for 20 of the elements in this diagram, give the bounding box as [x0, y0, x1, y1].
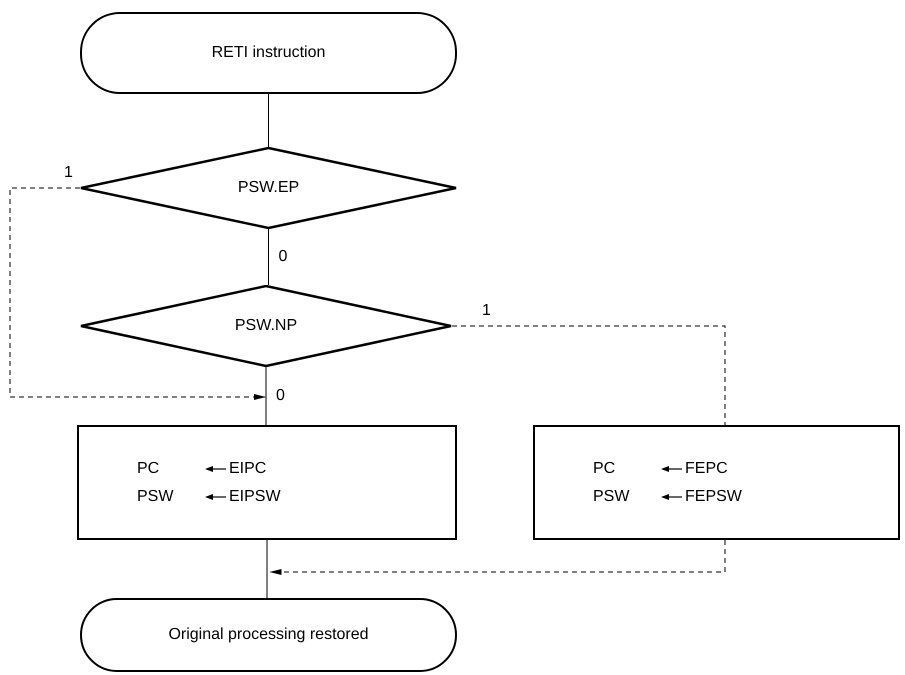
arrow — [270, 540, 726, 575]
connector-line — [452, 326, 726, 426]
connector-line — [268, 94, 269, 148]
process-box — [533, 425, 900, 540]
arrow — [10, 188, 266, 400]
terminal-label: RETI instruction — [212, 43, 326, 63]
register-name: PC — [137, 458, 160, 478]
source-register: FEPSW — [685, 486, 743, 506]
process-box — [77, 425, 457, 540]
connector-line — [266, 540, 268, 598]
source-register: EIPSW — [229, 486, 282, 506]
condition-label: PSW.NP — [234, 316, 298, 336]
source-register: EIPC — [229, 458, 268, 478]
register-name: PC — [593, 458, 616, 478]
terminal-label: Original processing restored — [168, 625, 369, 645]
register-name: PSW — [137, 486, 174, 506]
condition-label: PSW.EP — [238, 178, 300, 198]
register-name: PSW — [593, 486, 630, 506]
connector-line — [268, 228, 269, 286]
source-register: FEPC — [685, 458, 729, 478]
